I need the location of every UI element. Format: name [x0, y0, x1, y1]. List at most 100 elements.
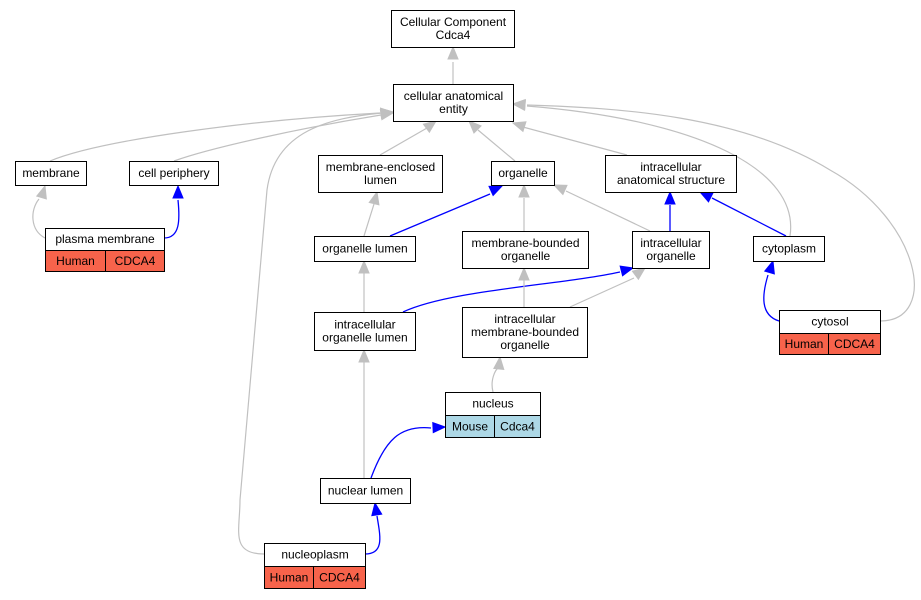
edge-organelle_lumen-to-organelle	[389, 185, 504, 237]
annotation-row	[264, 566, 366, 589]
edge-imbo-to-mbo	[518, 266, 530, 307]
edge-line	[363, 203, 375, 237]
node-label: cellular anatomical	[404, 89, 503, 103]
node-box	[462, 307, 588, 358]
node-label: membrane-bounded	[471, 236, 579, 250]
edge-arrowhead	[619, 265, 635, 277]
annotation-gene: Cdca4	[500, 420, 535, 434]
annotation-gene: CDCA4	[319, 571, 360, 585]
edge-line	[565, 190, 651, 232]
node-cell-periphery[interactable]: cell periphery	[129, 161, 219, 186]
edge-cae-to-root	[447, 45, 459, 84]
edge-membrane-to-cae	[49, 107, 395, 162]
annotation-species: Human	[270, 571, 309, 585]
edge-arrowhead	[488, 185, 504, 197]
edge-arrowhead	[518, 266, 530, 281]
edge-intra_organelle-to-ias	[664, 190, 676, 231]
annotation-species: Human	[56, 254, 95, 268]
node-label: intracellular	[494, 312, 555, 326]
node-nuclear-lumen[interactable]: nuclear lumen	[320, 478, 411, 504]
edge-line	[173, 114, 382, 162]
node-box	[129, 161, 219, 186]
edge-line	[491, 366, 500, 393]
node-box	[314, 236, 416, 262]
node-label: membrane	[22, 166, 80, 180]
node-label: intracellular	[334, 318, 395, 332]
node-label: cytoplasm	[762, 242, 816, 256]
annotation-species: Human	[785, 337, 824, 351]
edge-line	[763, 274, 780, 322]
edge-arrowhead	[552, 184, 568, 196]
edge-plasma_membrane-to-cell_periphery	[163, 184, 184, 239]
edge-mel-to-cae	[379, 120, 438, 156]
edge-cytosol-to-cae	[511, 98, 915, 322]
node-label: nucleus	[472, 397, 513, 411]
edge-arrowhead	[493, 355, 505, 371]
annotation-species: Mouse	[452, 420, 488, 434]
node-label: cytosol	[811, 315, 848, 329]
edge-arrowhead	[763, 259, 775, 275]
edge-line	[526, 104, 915, 322]
edge-line	[238, 112, 383, 555]
edge-plasma_membrane-to-membrane	[32, 184, 47, 239]
edge-organelle_lumen-to-mel	[363, 190, 380, 237]
edge-line	[364, 515, 381, 555]
node-organelle[interactable]: organelle	[491, 161, 555, 186]
edge-mbo-to-organelle	[518, 183, 530, 231]
node-box	[393, 84, 514, 122]
node-cytoplasm[interactable]: cytoplasm	[753, 236, 825, 262]
node-label: intracellular	[640, 160, 701, 174]
edge-ias-to-cae	[511, 121, 628, 156]
edge-arrowhead	[172, 184, 184, 199]
node-box	[491, 161, 555, 186]
edge-line	[379, 127, 428, 156]
edges	[32, 45, 915, 555]
node-organelle-lumen[interactable]: organelle lumen	[314, 236, 416, 262]
edge-arrowhead	[368, 190, 380, 206]
node-box	[632, 231, 710, 269]
edge-arrowhead	[631, 267, 647, 281]
node-label: nuclear lumen	[328, 484, 403, 498]
node-label: organelle lumen	[322, 242, 407, 256]
edge-nuclear_lumen-to-nucleus	[370, 421, 447, 479]
edge-intra_organelle-to-organelle	[552, 184, 651, 232]
node-label: lumen	[364, 173, 397, 187]
edge-arrowhead	[518, 183, 530, 198]
node-label: cell periphery	[138, 166, 209, 180]
edge-line	[49, 112, 381, 162]
node-label: membrane-bounded	[471, 325, 579, 339]
node-label: anatomical structure	[617, 173, 725, 187]
edge-nucleoplasm-to-cae	[238, 107, 395, 555]
edge-line	[163, 199, 180, 239]
edge-arrowhead	[371, 501, 383, 517]
node-box	[320, 478, 411, 504]
edge-nucleus-to-imbo	[491, 355, 505, 393]
edge-iol-to-organelle_lumen	[358, 259, 370, 312]
node-box	[391, 10, 515, 48]
edge-arrowhead	[358, 348, 370, 363]
edge-nucleoplasm-to-nuclear_lumen	[364, 501, 383, 555]
node-label: organelle	[498, 166, 548, 180]
annotation-gene: CDCA4	[115, 254, 156, 268]
edge-cell_periphery-to-cae	[173, 109, 395, 162]
edge-arrowhead	[511, 121, 527, 133]
node-label: intracellular	[640, 236, 701, 250]
edge-line	[477, 129, 516, 162]
node-membrane[interactable]: membrane	[15, 161, 87, 186]
edge-imbo-to-intra_organelle	[569, 267, 647, 308]
node-box	[314, 312, 416, 351]
